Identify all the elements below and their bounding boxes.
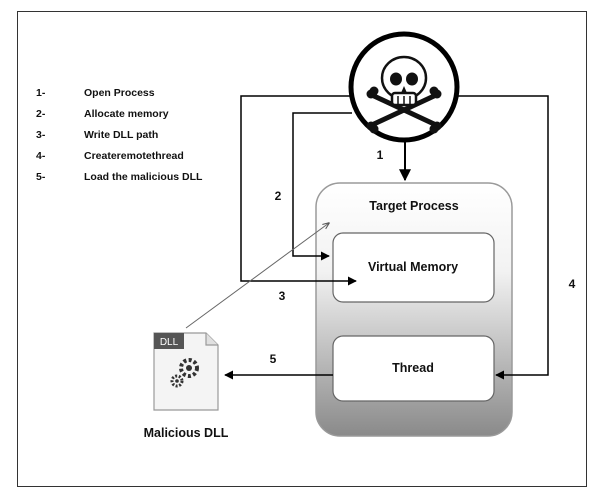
dll-tag-label: DLL bbox=[160, 337, 179, 348]
figure-frame bbox=[17, 11, 587, 487]
dll-to-target-arrow bbox=[185, 223, 329, 329]
legend-num-5: 5- bbox=[36, 171, 46, 183]
legend-text-3: Write DLL path bbox=[84, 129, 158, 141]
legend: 1- Open Process 2- Allocate memory 3- Wr… bbox=[36, 87, 203, 183]
arrow-label-2: 2 bbox=[275, 189, 282, 203]
arrow-2 bbox=[292, 112, 352, 261]
legend-num-3: 3- bbox=[36, 129, 46, 141]
arrow-3 bbox=[240, 95, 357, 286]
virtual-memory-box bbox=[332, 232, 495, 303]
legend-text-5: Load the malicious DLL bbox=[84, 171, 203, 183]
skull-crossbones-icon bbox=[348, 31, 460, 143]
legend-num-1: 1- bbox=[36, 87, 46, 99]
virtual-memory-label: Virtual Memory bbox=[368, 260, 458, 274]
target-process-label: Target Process bbox=[369, 199, 458, 213]
dll-file-gear-icon: DLL bbox=[153, 332, 219, 411]
thread-label: Thread bbox=[392, 361, 434, 375]
arrow-label-4: 4 bbox=[569, 277, 576, 291]
arrow-label-3: 3 bbox=[279, 289, 286, 303]
arrow-label-1: 1 bbox=[377, 148, 384, 162]
legend-text-2: Allocate memory bbox=[84, 108, 169, 120]
thread-box bbox=[332, 335, 495, 402]
legend-num-2: 2- bbox=[36, 108, 46, 120]
arrow-4 bbox=[456, 95, 549, 380]
arrow-label-5: 5 bbox=[270, 352, 277, 366]
legend-text-1: Open Process bbox=[84, 87, 155, 99]
legend-num-4: 4- bbox=[36, 150, 46, 162]
malicious-dll-label: Malicious DLL bbox=[144, 426, 229, 440]
legend-text-4: Createremotethread bbox=[84, 150, 184, 162]
